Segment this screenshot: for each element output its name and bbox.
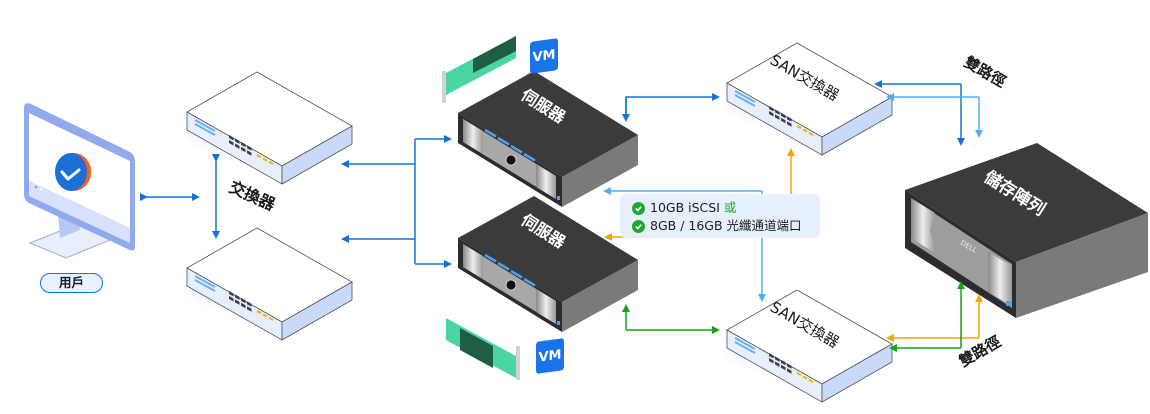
legend-row-iscsi: 10GB iSCSI 或 xyxy=(632,199,820,217)
vm-badge-top: VM xyxy=(530,38,558,74)
check-icon xyxy=(632,219,645,233)
check-icon xyxy=(632,201,645,215)
legend-or-text: 或 xyxy=(723,200,737,215)
lan-switch-bottom xyxy=(186,227,353,341)
user-label: 用戶 xyxy=(40,273,103,293)
san-switch-top: SAN交換器 xyxy=(726,42,893,156)
dell-logo-icon xyxy=(505,279,517,291)
hba-card-icon xyxy=(442,36,516,103)
user-monitor xyxy=(24,103,135,259)
lan-switch-top xyxy=(186,71,353,185)
vm-badge-bottom: VM xyxy=(536,338,564,374)
server-2: 伺服器 xyxy=(446,196,638,380)
san-switch-bottom: SAN交換器 xyxy=(726,289,893,403)
legend-iscsi-text: 10GB iSCSI xyxy=(650,200,720,215)
legend-fc-text: 8GB / 16GB 光纖通道端口 xyxy=(650,218,802,233)
dual-path-label-top: 雙路徑 xyxy=(961,53,1009,91)
check-circle-icon xyxy=(55,153,91,191)
lan-switch-label: 交換器 xyxy=(226,177,278,214)
server-1: 伺服器 xyxy=(442,36,638,207)
hba-card-icon xyxy=(446,318,520,380)
legend-row-fc: 8GB / 16GB 光纖通道端口 xyxy=(632,217,820,235)
lan-server-links xyxy=(341,135,452,268)
connection-legend: 10GB iSCSI 或 8GB / 16GB 光纖通道端口 xyxy=(620,194,820,238)
storage-array: DELL 儲存陣列 xyxy=(905,143,1148,318)
dell-logo-icon xyxy=(505,154,517,166)
